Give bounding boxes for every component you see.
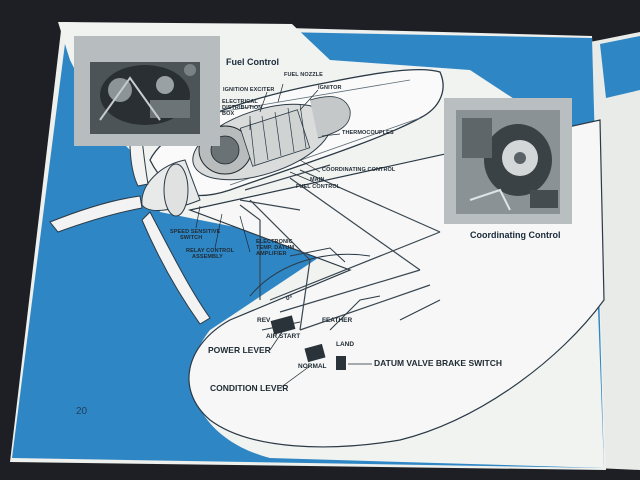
- label-main-2: FUEL CONTROL: [296, 184, 341, 190]
- label-electrical-3: BOX: [222, 111, 235, 117]
- coordinating-control-title: Coordinating Control: [470, 230, 561, 240]
- label-power-lever: POWER LEVER: [208, 345, 271, 355]
- prop-blade-bottom: [141, 211, 211, 325]
- label-ignition-exciter: IGNITION EXCITER: [223, 87, 275, 93]
- label-datum-valve: DATUM VALVE BRAKE SWITCH: [374, 358, 502, 368]
- leader-lines: [195, 83, 372, 389]
- label-relay-1: RELAY CONTROL: [186, 248, 235, 254]
- label-normal: NORMAL: [298, 363, 327, 370]
- fuel-control-photo-contents: [90, 62, 200, 134]
- label-rev: REV: [257, 317, 271, 324]
- label-air-start: AIR START: [266, 333, 301, 340]
- label-speed-2: SWITCH: [180, 235, 203, 241]
- fuel-control-title: Fuel Control: [226, 57, 279, 67]
- nacelle-line: [219, 79, 411, 113]
- label-zero: 0°: [286, 295, 293, 302]
- label-speed-1: SPEED SENSITIVE: [170, 229, 221, 235]
- label-land: LAND: [336, 341, 355, 348]
- label-main-1: MAIN: [310, 177, 325, 183]
- label-relay-2: ASSEMBLY: [192, 254, 223, 260]
- label-electrical-2: DISTRIBUTION: [222, 105, 263, 111]
- label-electrical-1: ELECTRICAL: [222, 99, 258, 105]
- power-lever-base[interactable]: [270, 315, 296, 335]
- label-electronic-2: TEMP. DATUM: [256, 245, 295, 251]
- datum-valve-switch[interactable]: [336, 356, 346, 370]
- next-page-edge: [590, 32, 640, 470]
- label-feather: FEATHER: [322, 317, 353, 324]
- label-electronic-3: AMPLIFIER: [256, 251, 287, 257]
- label-electronic-1: ELECTRONIC: [256, 239, 293, 245]
- label-coordinating-control: COORDINATING CONTROL: [322, 167, 396, 173]
- next-page-blue: [600, 36, 640, 98]
- condition-lever-base[interactable]: [304, 343, 326, 363]
- label-fuel-nozzle: FUEL NOZZLE: [284, 72, 323, 78]
- prop-blade-left: [49, 195, 143, 233]
- page-number: 20: [76, 406, 88, 417]
- label-condition-lever: CONDITION LEVER: [210, 383, 289, 393]
- coordinating-control-photo-contents: [456, 110, 560, 214]
- label-ignitor: IGNITOR: [318, 85, 342, 91]
- spinner-ring: [163, 163, 189, 217]
- label-thermocouples: THERMOCOUPLES: [342, 130, 394, 136]
- engine-cutaway: [192, 96, 351, 181]
